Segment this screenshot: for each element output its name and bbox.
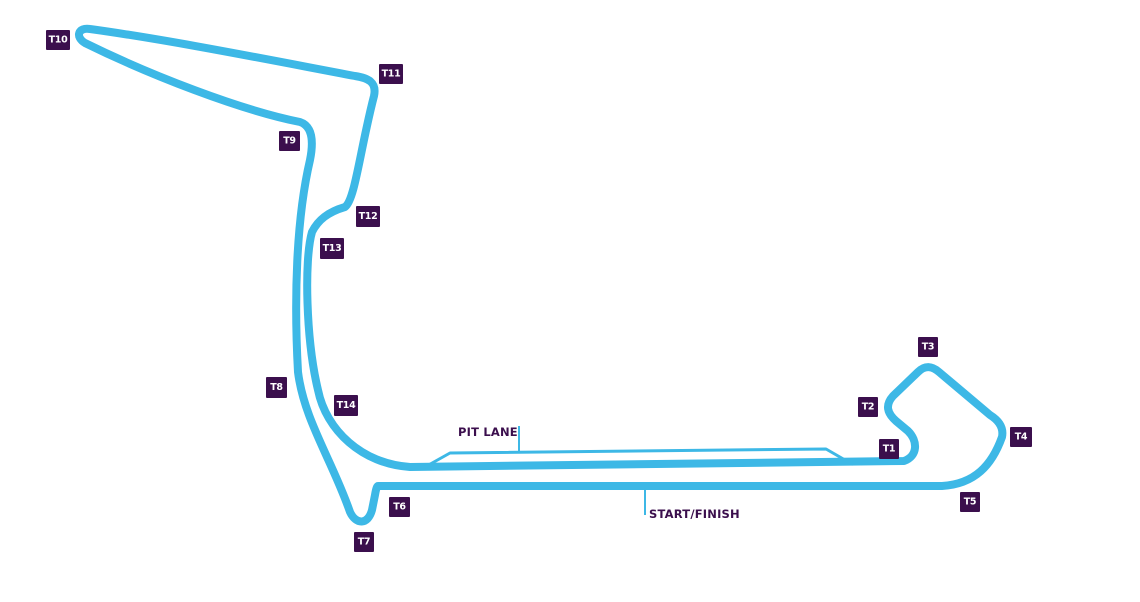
- turn-marker-t14: T14: [334, 395, 358, 416]
- turn-label: T11: [382, 69, 401, 80]
- turn-marker-t6: T6: [389, 497, 410, 517]
- turn-label: T12: [359, 211, 378, 222]
- turn-label: T6: [393, 502, 406, 513]
- turn-marker-t2: T2: [858, 397, 878, 417]
- turn-label: T1: [883, 444, 896, 455]
- pit-lane-label: PIT LANE: [458, 425, 518, 439]
- turn-marker-t8: T8: [266, 377, 287, 398]
- race-track: [75, 24, 1007, 526]
- pit-lane-line: [423, 447, 854, 469]
- pit-lane: PIT LANE: [423, 425, 854, 469]
- turn-marker-t1: T1: [879, 439, 899, 459]
- turn-marker-t7: T7: [354, 532, 374, 552]
- turn-marker-t9: T9: [279, 131, 300, 151]
- turn-label: T9: [283, 136, 296, 147]
- turn-label: T14: [337, 400, 356, 411]
- start-finish-label: START/FINISH: [649, 507, 740, 521]
- turn-label: T5: [964, 497, 977, 508]
- start-finish: START/FINISH: [644, 489, 740, 521]
- turn-label: T2: [862, 402, 875, 413]
- turn-label: T4: [1015, 432, 1028, 443]
- turn-label: T8: [270, 382, 283, 393]
- turn-marker-t3: T3: [918, 337, 938, 357]
- turn-marker-t13: T13: [320, 238, 344, 259]
- turn-label: T10: [49, 35, 68, 46]
- turn-label: T7: [358, 537, 371, 548]
- track-line: [75, 24, 1007, 526]
- turn-marker-t4: T4: [1010, 427, 1032, 447]
- turn-markers: T1 T2 T3 T4 T5 T6 T7 T8: [46, 30, 1032, 552]
- turn-marker-t12: T12: [356, 206, 380, 227]
- turn-marker-t10: T10: [46, 30, 70, 50]
- turn-marker-t11: T11: [379, 64, 403, 84]
- turn-label: T13: [323, 243, 342, 254]
- turn-marker-t5: T5: [960, 492, 980, 512]
- turn-label: T3: [922, 342, 935, 353]
